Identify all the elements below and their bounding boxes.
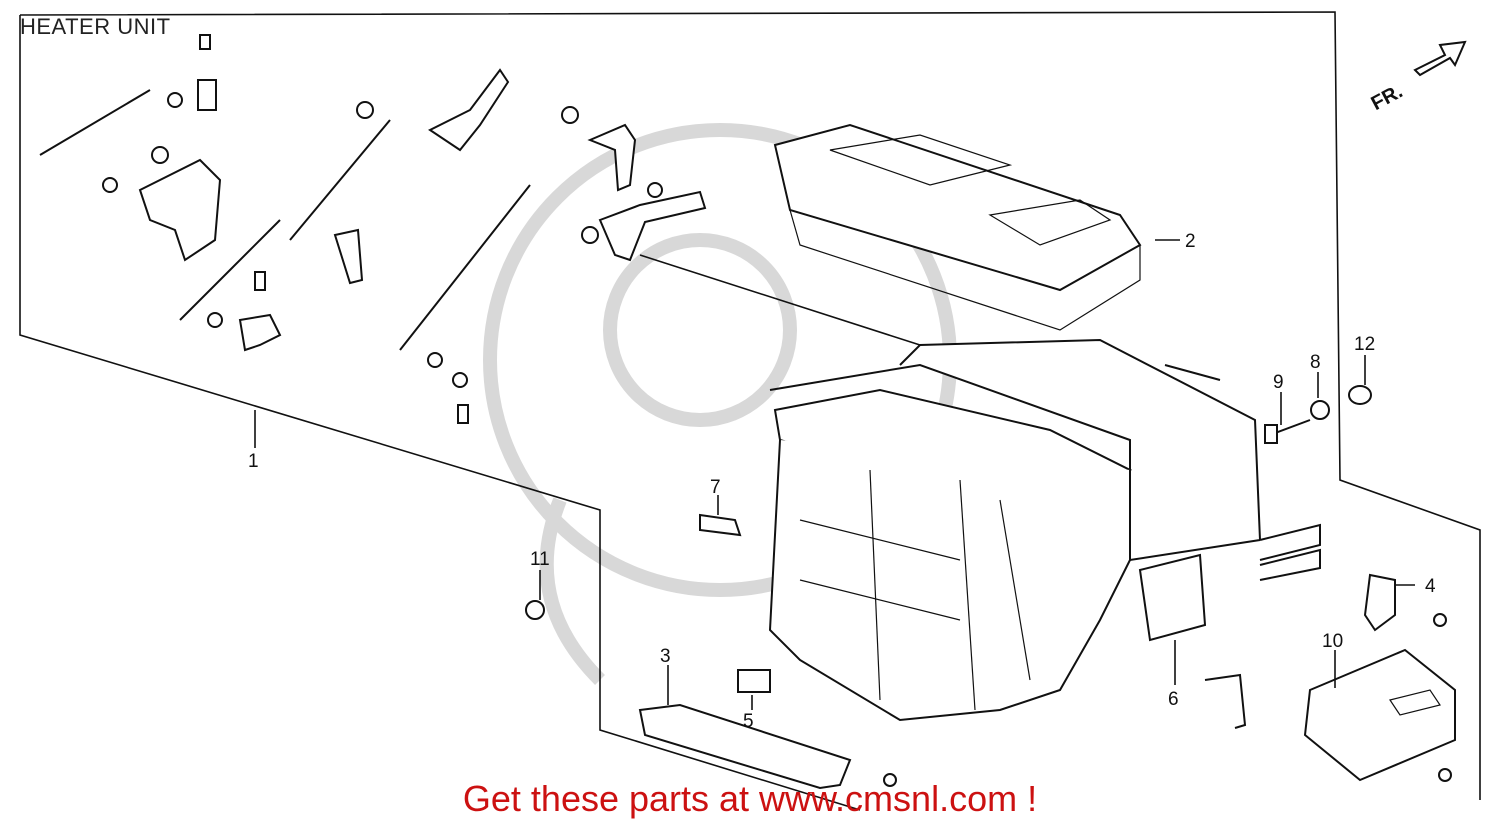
diagram-title: HEATER UNIT <box>20 14 171 39</box>
callout-1: 1 <box>248 451 259 472</box>
part-10-motor-cover <box>1303 648 1456 782</box>
callout-3: 3 <box>660 646 671 667</box>
callout-9: 9 <box>1273 372 1284 393</box>
callout-8: 8 <box>1310 352 1321 373</box>
front-direction-arrow: FR. <box>1368 40 1467 115</box>
promo-banner-link[interactable]: Get these parts at www.cmsnl.com ! <box>462 778 1038 819</box>
callout-2: 2 <box>1185 231 1196 252</box>
part-7-clip <box>699 495 742 537</box>
callout-10: 10 <box>1322 631 1343 652</box>
part-5-clip <box>737 669 771 710</box>
fastener-parts <box>525 364 1452 787</box>
callout-numbers: 1 2 3 4 5 6 7 8 9 10 11 12 <box>248 231 1436 732</box>
part-2-upper-case <box>773 123 1180 331</box>
front-direction-label: FR. <box>1368 80 1407 115</box>
assembly-boundary <box>19 11 1481 811</box>
callout-11: 11 <box>530 549 550 570</box>
part-6-bracket <box>1174 640 1247 729</box>
callout-4: 4 <box>1425 576 1436 597</box>
linkage-parts <box>39 34 707 424</box>
callout-5: 5 <box>743 711 754 732</box>
part-3-lower-cover <box>638 665 852 790</box>
part-4-clamp <box>1363 573 1415 632</box>
callout-7: 7 <box>710 477 721 498</box>
part-1-heater-body <box>639 254 1321 722</box>
callout-12: 12 <box>1354 334 1375 355</box>
callout-6: 6 <box>1168 689 1179 710</box>
